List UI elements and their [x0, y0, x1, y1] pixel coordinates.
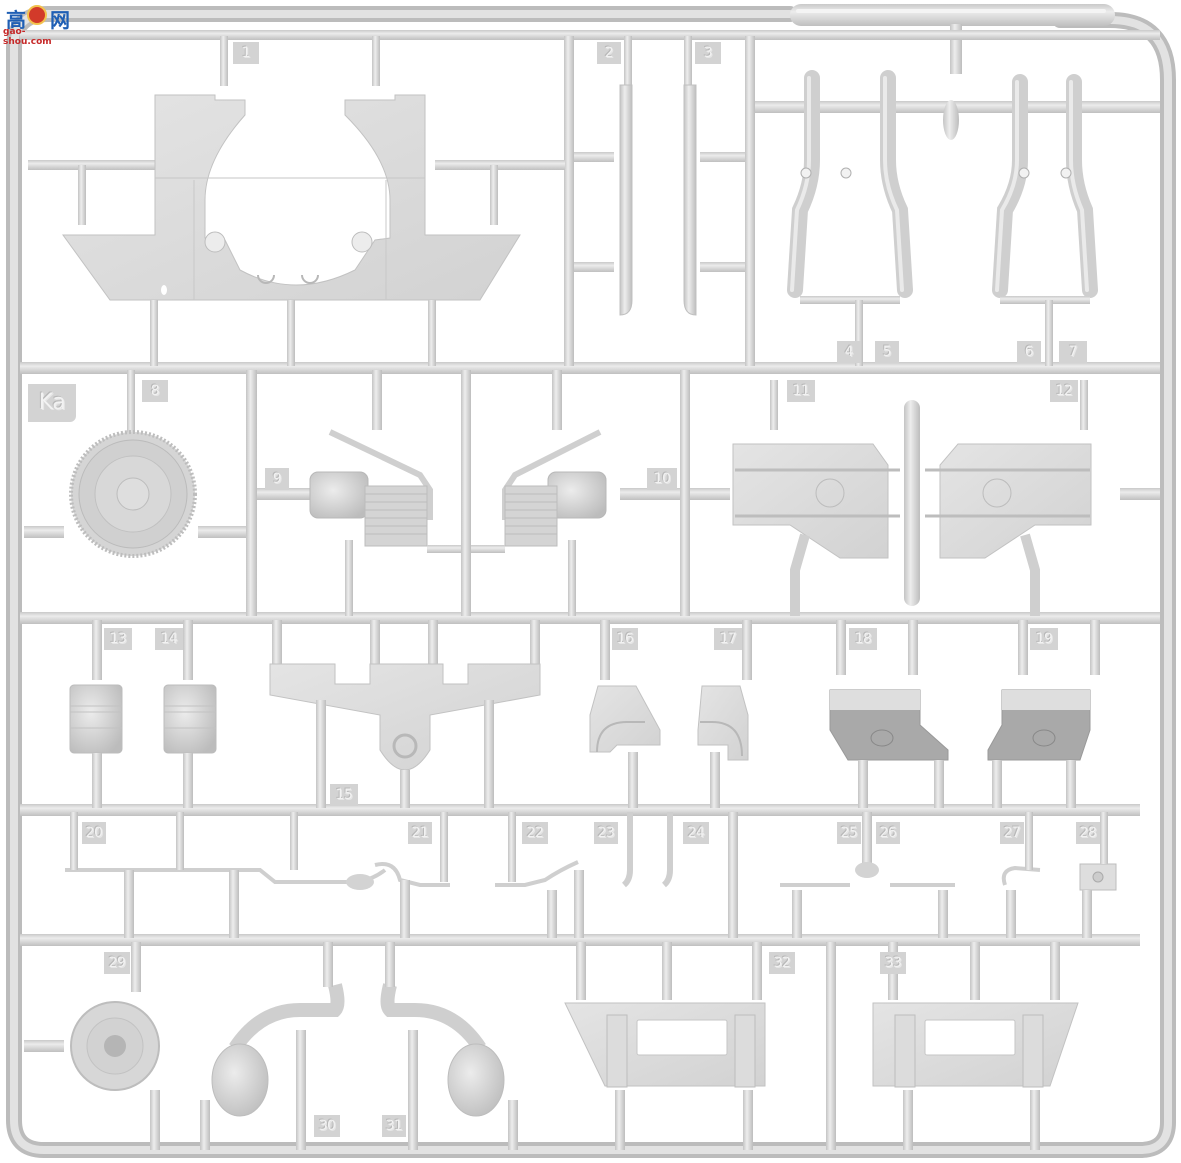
part-32-support-frame	[564, 942, 766, 1150]
part-2-3-exhaust-pipes	[574, 36, 745, 316]
part-label-5: 5	[875, 341, 899, 363]
part-11-12-fuel-tanks	[690, 380, 1160, 616]
part-8-flywheel	[24, 370, 246, 558]
runners	[20, 30, 1160, 1150]
thumbs-up-icon	[27, 5, 47, 25]
part-4-7-exhaust-manifolds	[787, 70, 1098, 366]
part-label-9: 9	[265, 468, 289, 490]
part-label-22: 22	[522, 822, 548, 844]
part-label-6: 6	[1017, 341, 1041, 363]
part-label-19: 19	[1030, 628, 1058, 650]
part-label-4: 4	[837, 341, 861, 363]
part-label-33: 33	[880, 952, 906, 974]
part-label-25: 25	[837, 822, 861, 844]
part-label-18: 18	[849, 628, 877, 650]
part-label-7: 7	[1059, 341, 1087, 363]
part-29-clutch-housing	[24, 942, 160, 1150]
part-label-27: 27	[1000, 822, 1024, 844]
part-label-14: 14	[155, 628, 183, 650]
watermark-text: 高	[6, 8, 38, 32]
part-label-20: 20	[82, 822, 106, 844]
part-label-2: 2	[597, 42, 621, 64]
part-label-13: 13	[104, 628, 132, 650]
part-label-12: 12	[1050, 380, 1078, 402]
part-label-26: 26	[876, 822, 900, 844]
part-label-23: 23	[594, 822, 618, 844]
part-30-31-turbo-fans	[200, 942, 518, 1150]
part-label-1: 1	[233, 42, 259, 64]
part-label-10: 10	[647, 468, 677, 490]
part-label-29: 29	[104, 952, 130, 974]
site-watermark: 高 网 gao-shou.com	[0, 0, 72, 47]
watermark-url: gao-shou.com	[3, 27, 52, 47]
parts-20-28-small-pipes	[65, 812, 1117, 938]
part-label-32: 32	[769, 952, 795, 974]
part-label-17: 17	[714, 628, 742, 650]
part-16-17-duct-covers	[589, 620, 752, 808]
part-33-support-frame	[872, 942, 1079, 1150]
sprue-letter-tag: Ka	[28, 384, 76, 422]
part-18-19-hatch-covers	[829, 620, 1100, 808]
part-1-turret-ring-mount	[28, 36, 565, 366]
part-label-8: 8	[142, 380, 168, 402]
part-label-3: 3	[695, 42, 721, 64]
part-label-30: 30	[314, 1115, 340, 1137]
part-label-11: 11	[787, 380, 815, 402]
part-label-15: 15	[330, 784, 358, 806]
part-label-28: 28	[1076, 822, 1100, 844]
part-label-31: 31	[382, 1115, 406, 1137]
part-label-24: 24	[683, 822, 709, 844]
part-label-21: 21	[408, 822, 432, 844]
part-label-16: 16	[612, 628, 638, 650]
part-13-14-air-filters	[69, 620, 217, 808]
watermark-text-right: 网	[50, 8, 70, 32]
part-9-radiator-left	[257, 370, 461, 616]
part-10-radiator-right	[471, 370, 680, 616]
part-15-engine-mount-bracket	[269, 620, 541, 808]
